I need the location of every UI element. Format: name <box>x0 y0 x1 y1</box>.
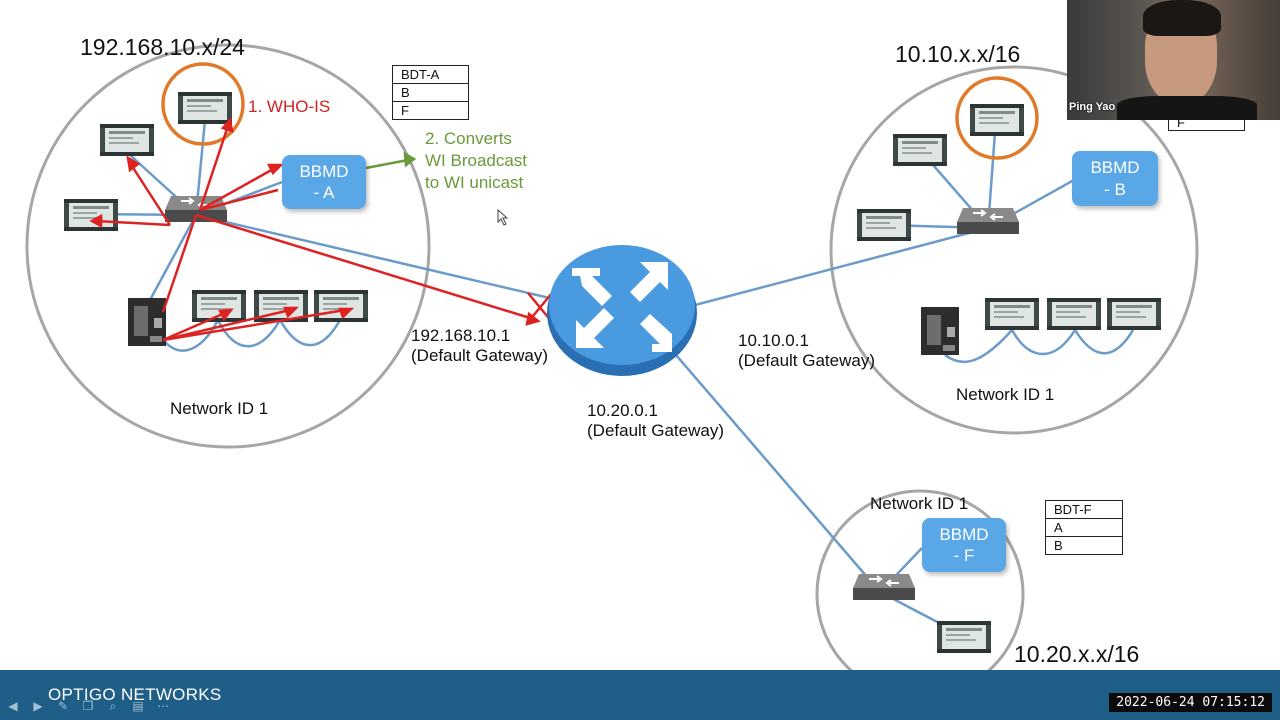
bbmd-a-box: BBMD- A <box>282 155 366 209</box>
hair-shape <box>1143 0 1221 36</box>
controller-device <box>970 104 1024 136</box>
highlight-b <box>955 76 1039 160</box>
network-b-id: Network ID 1 <box>956 385 1055 404</box>
subnet-f-label: 10.20.x.x/16 <box>1014 641 1140 667</box>
router-box-icon <box>128 298 166 346</box>
prev-icon[interactable]: ◀ <box>8 699 18 713</box>
controller-device <box>192 290 246 322</box>
controller-device <box>1047 298 1101 330</box>
gateway-f-label: 10.20.0.1 (Default Gateway) <box>587 401 724 440</box>
bbmd-b-box: BBMD- B <box>1072 151 1158 206</box>
timestamp: 2022-06-24 07:15:12 <box>1109 693 1272 712</box>
cursor-icon <box>497 208 509 226</box>
network-a-circle <box>25 43 431 449</box>
subnet-a-label: 192.168.10.x/24 <box>80 34 245 60</box>
brand-label: OPTIGO NETWORKS <box>48 685 222 704</box>
controller-device <box>937 621 991 653</box>
subtitles-icon[interactable]: ▤ <box>132 699 144 713</box>
router-icon <box>547 245 697 376</box>
controller-device <box>64 199 118 231</box>
shirt-shape <box>1117 96 1257 120</box>
controller-device <box>857 209 911 241</box>
zoom-icon[interactable]: ⌕ <box>109 698 117 713</box>
gateway-a-label: 192.168.10.1 (Default Gateway) <box>411 326 548 365</box>
switch-icon <box>852 573 916 601</box>
who-is-arrows <box>89 117 541 342</box>
bdt-f-table: BDT-F A B <box>1045 500 1123 555</box>
controller-device <box>893 134 947 166</box>
bbmd-f-box: BBMD- F <box>922 518 1006 572</box>
controller-device <box>985 298 1039 330</box>
more-icon[interactable]: ⋯ <box>157 699 169 713</box>
network-a-id: Network ID 1 <box>170 399 269 418</box>
bdt-a-table: BDT-A B F <box>392 65 469 120</box>
copy-icon[interactable]: ❐ <box>82 699 94 713</box>
network-b-circle <box>829 65 1199 435</box>
gateway-b-label: 10.10.0.1 (Default Gateway) <box>738 331 875 370</box>
who-is-highlight <box>161 62 245 146</box>
subnet-b-label: 10.10.x.x/16 <box>895 41 1021 67</box>
network-f-id: Network ID 1 <box>870 494 969 513</box>
convert-arrow <box>365 151 417 170</box>
converts-label: 2. Converts WI Broadcast to WI unicast <box>425 129 528 193</box>
next-icon[interactable]: ▶ <box>33 699 43 713</box>
pen-icon[interactable]: ✎ <box>57 699 69 713</box>
switch-icon <box>956 207 1020 235</box>
footer-bar: OPTIGO NETWORKS ◀ ▶ ✎ ❐ ⌕ ▤ ⋯ 2022-06-24… <box>0 670 1280 720</box>
webcam-name-tag: Ping Yao <box>1069 101 1116 113</box>
controller-device <box>178 92 232 124</box>
controller-device <box>314 290 368 322</box>
who-is-label: 1. WHO-IS <box>248 97 331 116</box>
webcam-feed: Ping Yao <box>1067 0 1280 120</box>
controller-device <box>100 124 154 156</box>
router-box-icon <box>921 307 959 355</box>
controller-device <box>1107 298 1161 330</box>
